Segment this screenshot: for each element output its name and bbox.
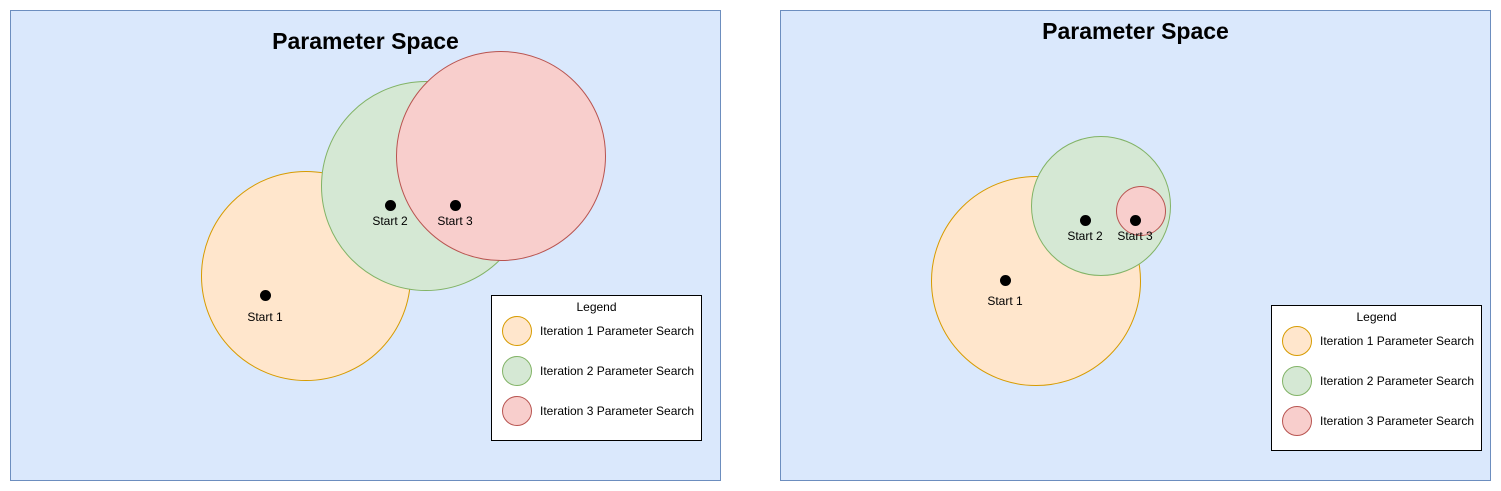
legend: Legend Iteration 1 Parameter Search Iter… [1271, 305, 1482, 451]
iteration-1-swatch [502, 316, 532, 346]
start-3-point [1130, 215, 1141, 226]
panel-title: Parameter Space [272, 28, 459, 54]
iteration-3-search-circle [1116, 186, 1166, 236]
start-1-label: Start 1 [987, 294, 1023, 308]
start-2-point [1080, 215, 1091, 226]
legend-label: Iteration 3 Parameter Search [1320, 414, 1475, 428]
legend-label: Iteration 3 Parameter Search [540, 404, 695, 418]
start-3-point [450, 200, 461, 211]
parameter-space-left: Parameter Space Start 1 Start 2 Start 3 … [10, 10, 721, 481]
legend-label: Iteration 2 Parameter Search [540, 364, 695, 378]
parameter-space-right: Parameter Space Start 1 Start 2 Start 3 … [780, 10, 1491, 481]
iteration-2-swatch [1282, 366, 1312, 396]
iteration-1-swatch [1282, 326, 1312, 356]
iteration-3-swatch [502, 396, 532, 426]
start-3-label: Start 3 [437, 214, 473, 228]
legend-label: Iteration 1 Parameter Search [540, 324, 695, 338]
legend-title: Legend [576, 300, 617, 314]
start-2-label: Start 2 [1067, 229, 1103, 243]
iteration-3-swatch [1282, 406, 1312, 436]
legend-label: Iteration 1 Parameter Search [1320, 334, 1475, 348]
legend-item: Iteration 1 Parameter Search [1282, 326, 1477, 356]
legend-title: Legend [1356, 310, 1397, 324]
start-3-label: Start 3 [1117, 229, 1153, 243]
legend-item: Iteration 3 Parameter Search [502, 396, 697, 426]
iteration-2-swatch [502, 356, 532, 386]
start-2-label: Start 2 [372, 214, 408, 228]
start-2-point [385, 200, 396, 211]
panel-title: Parameter Space [1042, 18, 1229, 44]
legend-label: Iteration 2 Parameter Search [1320, 374, 1475, 388]
start-1-point [1000, 275, 1011, 286]
legend-item: Iteration 2 Parameter Search [1282, 366, 1477, 396]
legend-item: Iteration 3 Parameter Search [1282, 406, 1477, 436]
iteration-3-search-circle [396, 51, 606, 261]
start-1-point [260, 290, 271, 301]
legend: Legend Iteration 1 Parameter Search Iter… [491, 295, 702, 441]
start-1-label: Start 1 [247, 310, 283, 324]
legend-item: Iteration 1 Parameter Search [502, 316, 697, 346]
legend-item: Iteration 2 Parameter Search [502, 356, 697, 386]
